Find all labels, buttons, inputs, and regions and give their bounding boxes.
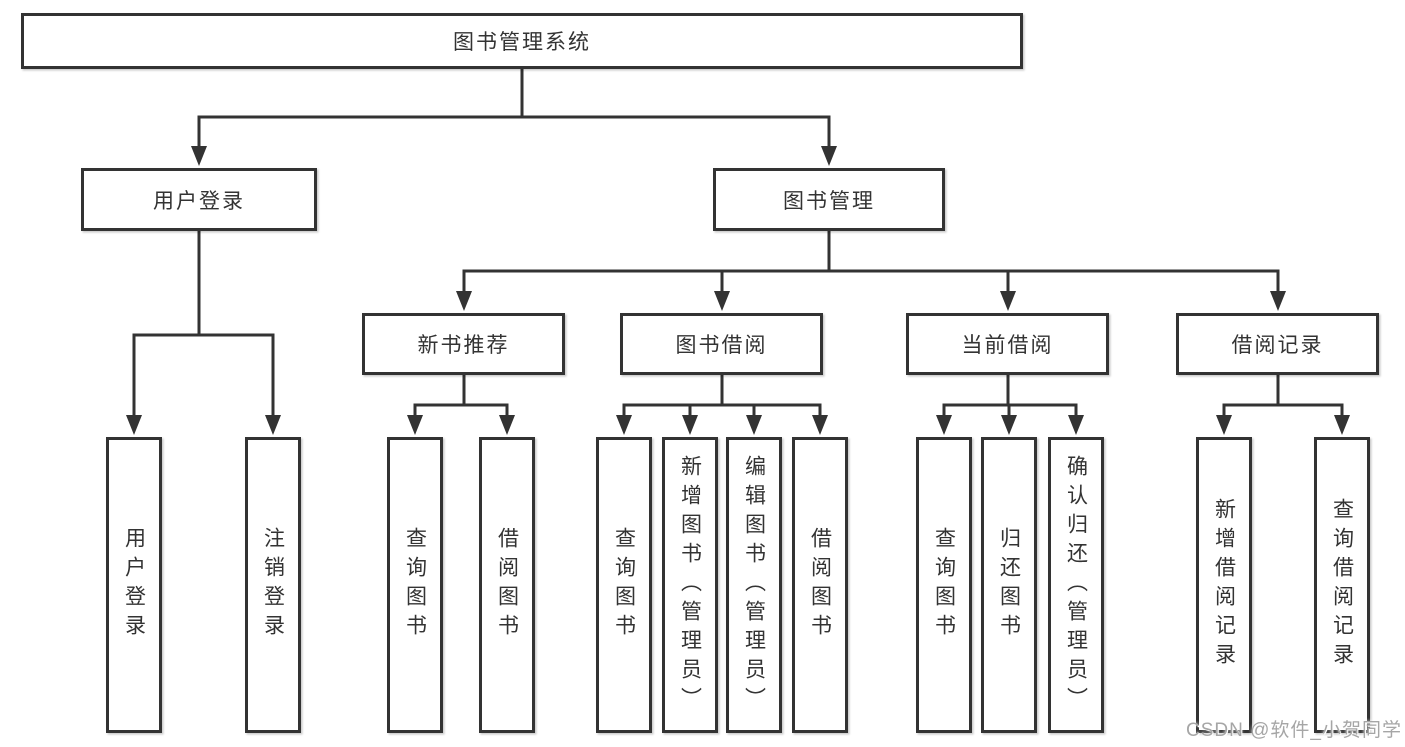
leaf-query-borrow-record: 查询借阅记录 [1314, 437, 1370, 733]
node-label: 图书管理系统 [453, 31, 591, 54]
watermark: CSDN @软件_小贺同学 [1186, 720, 1402, 741]
leaf-label: 借阅图书 [495, 527, 519, 643]
leaf-edit-book-admin: 编辑图书（管理员） [726, 437, 782, 733]
leaf-query-books-1: 查询图书 [387, 437, 443, 733]
leaf-confirm-return-admin: 确认归还（管理员） [1048, 437, 1104, 733]
leaf-label: 借阅图书 [808, 527, 832, 643]
node-library-system: 图书管理系统 [21, 13, 1023, 69]
leaf-label: 用户登录 [122, 527, 146, 643]
node-label: 当前借阅 [961, 334, 1054, 357]
leaf-query-books-3: 查询图书 [916, 437, 972, 733]
node-label: 新书推荐 [417, 334, 510, 357]
node-book-management: 图书管理 [713, 168, 945, 231]
node-label: 图书借阅 [675, 334, 768, 357]
node-label: 用户登录 [153, 189, 245, 213]
leaf-label: 查询图书 [932, 527, 956, 643]
leaf-add-book-admin: 新增图书（管理员） [662, 437, 718, 733]
node-current-borrowing: 当前借阅 [906, 313, 1109, 375]
leaf-label: 新增图书（管理员） [678, 454, 702, 716]
leaf-label: 编辑图书（管理员） [742, 454, 766, 716]
leaf-logout: 注销登录 [245, 437, 301, 733]
leaf-return-book: 归还图书 [981, 437, 1037, 733]
leaf-borrow-books-1: 借阅图书 [479, 437, 535, 733]
arrowhead-icons [126, 146, 1350, 435]
node-label: 借阅记录 [1231, 334, 1324, 357]
leaf-query-books-2: 查询图书 [596, 437, 652, 733]
node-new-book-recommendation: 新书推荐 [362, 313, 565, 375]
leaf-user-login: 用户登录 [106, 437, 162, 733]
leaf-new-borrow-record: 新增借阅记录 [1196, 437, 1252, 733]
leaf-label: 归还图书 [997, 527, 1021, 643]
leaf-label: 注销登录 [261, 527, 285, 643]
leaf-label: 确认归还（管理员） [1064, 454, 1088, 716]
leaf-label: 查询图书 [612, 527, 636, 643]
leaf-label: 查询图书 [403, 527, 427, 643]
node-borrowing-records: 借阅记录 [1176, 313, 1379, 375]
node-user-login: 用户登录 [81, 168, 317, 231]
node-label: 图书管理 [783, 189, 875, 213]
leaf-label: 新增借阅记录 [1212, 498, 1236, 672]
leaf-borrow-books-2: 借阅图书 [792, 437, 848, 733]
leaf-label: 查询借阅记录 [1330, 498, 1354, 672]
node-book-borrowing: 图书借阅 [620, 313, 823, 375]
